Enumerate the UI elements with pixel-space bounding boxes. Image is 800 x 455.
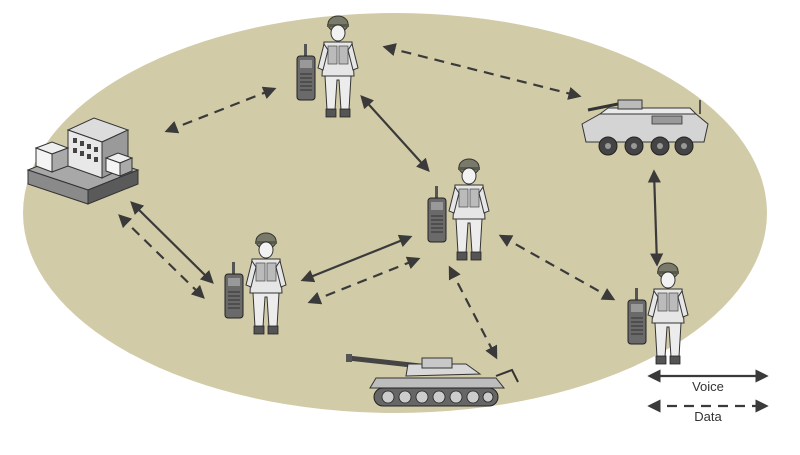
data-link [498,234,616,301]
voice-link [360,95,430,172]
data-link [118,214,205,299]
legend: Voice Data [647,369,769,424]
voice-link [647,169,664,267]
legend-data-label: Data [694,409,722,424]
data-links [118,43,616,360]
legend-voice-label: Voice [692,379,724,394]
self-propelled-artillery-icon [346,354,519,407]
armored-vehicle-icon [581,99,709,156]
data-link [164,86,277,134]
building-icon [26,117,140,205]
data-link [307,256,421,305]
